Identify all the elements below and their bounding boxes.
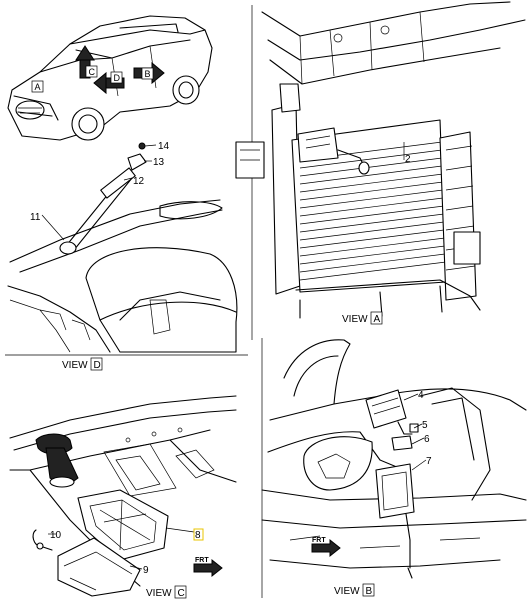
- view-a-caption: VIEW A: [342, 311, 383, 325]
- svg-text:FRT: FRT: [195, 557, 209, 564]
- svg-text:D: D: [114, 73, 121, 83]
- view-c-front-arrow: FRT: [193, 557, 223, 578]
- callout-5: 5: [422, 420, 428, 431]
- svg-text:VIEW: VIEW: [334, 586, 360, 597]
- vehicle-label-d: D: [110, 71, 123, 84]
- callout-2: 2: [405, 154, 411, 165]
- svg-text:VIEW: VIEW: [62, 360, 88, 371]
- vehicle-label-c: C: [85, 65, 98, 78]
- callout-6: 6: [424, 434, 430, 445]
- svg-text:D: D: [94, 360, 101, 371]
- vehicle-label-b: B: [141, 67, 154, 80]
- svg-text:C: C: [89, 67, 96, 77]
- callout-4: 4: [418, 390, 424, 401]
- view-c-drawing: [9, 395, 237, 597]
- callout-14: 14: [158, 141, 170, 152]
- callout-8: 8: [195, 530, 201, 541]
- view-d-drawing: [7, 142, 238, 353]
- callout-9: 9: [143, 565, 149, 576]
- svg-text:FRT: FRT: [312, 537, 326, 544]
- view-b-front-arrow: FRT: [311, 537, 341, 558]
- vehicle-label-a: A: [31, 80, 44, 93]
- callout-13: 13: [153, 157, 165, 168]
- callout-11: 11: [30, 212, 41, 223]
- view-a-drawing: [235, 1, 526, 319]
- view-d-caption: VIEW D: [62, 357, 103, 371]
- callout-12: 12: [133, 176, 145, 187]
- svg-text:C: C: [178, 588, 185, 599]
- svg-text:A: A: [35, 82, 41, 92]
- view-c-caption: VIEW C: [146, 585, 187, 599]
- svg-text:B: B: [145, 69, 151, 79]
- svg-text:A: A: [374, 314, 381, 325]
- callout-7: 7: [426, 456, 432, 467]
- callout-10: 10: [50, 530, 62, 541]
- callout-8-highlight-box: [193, 528, 204, 541]
- condenser-fins: [299, 141, 447, 281]
- view-b-drawing: [261, 339, 527, 579]
- svg-text:B: B: [366, 586, 373, 597]
- svg-text:VIEW: VIEW: [342, 314, 368, 325]
- view-b-caption: VIEW B: [334, 583, 375, 597]
- svg-text:VIEW: VIEW: [146, 588, 172, 599]
